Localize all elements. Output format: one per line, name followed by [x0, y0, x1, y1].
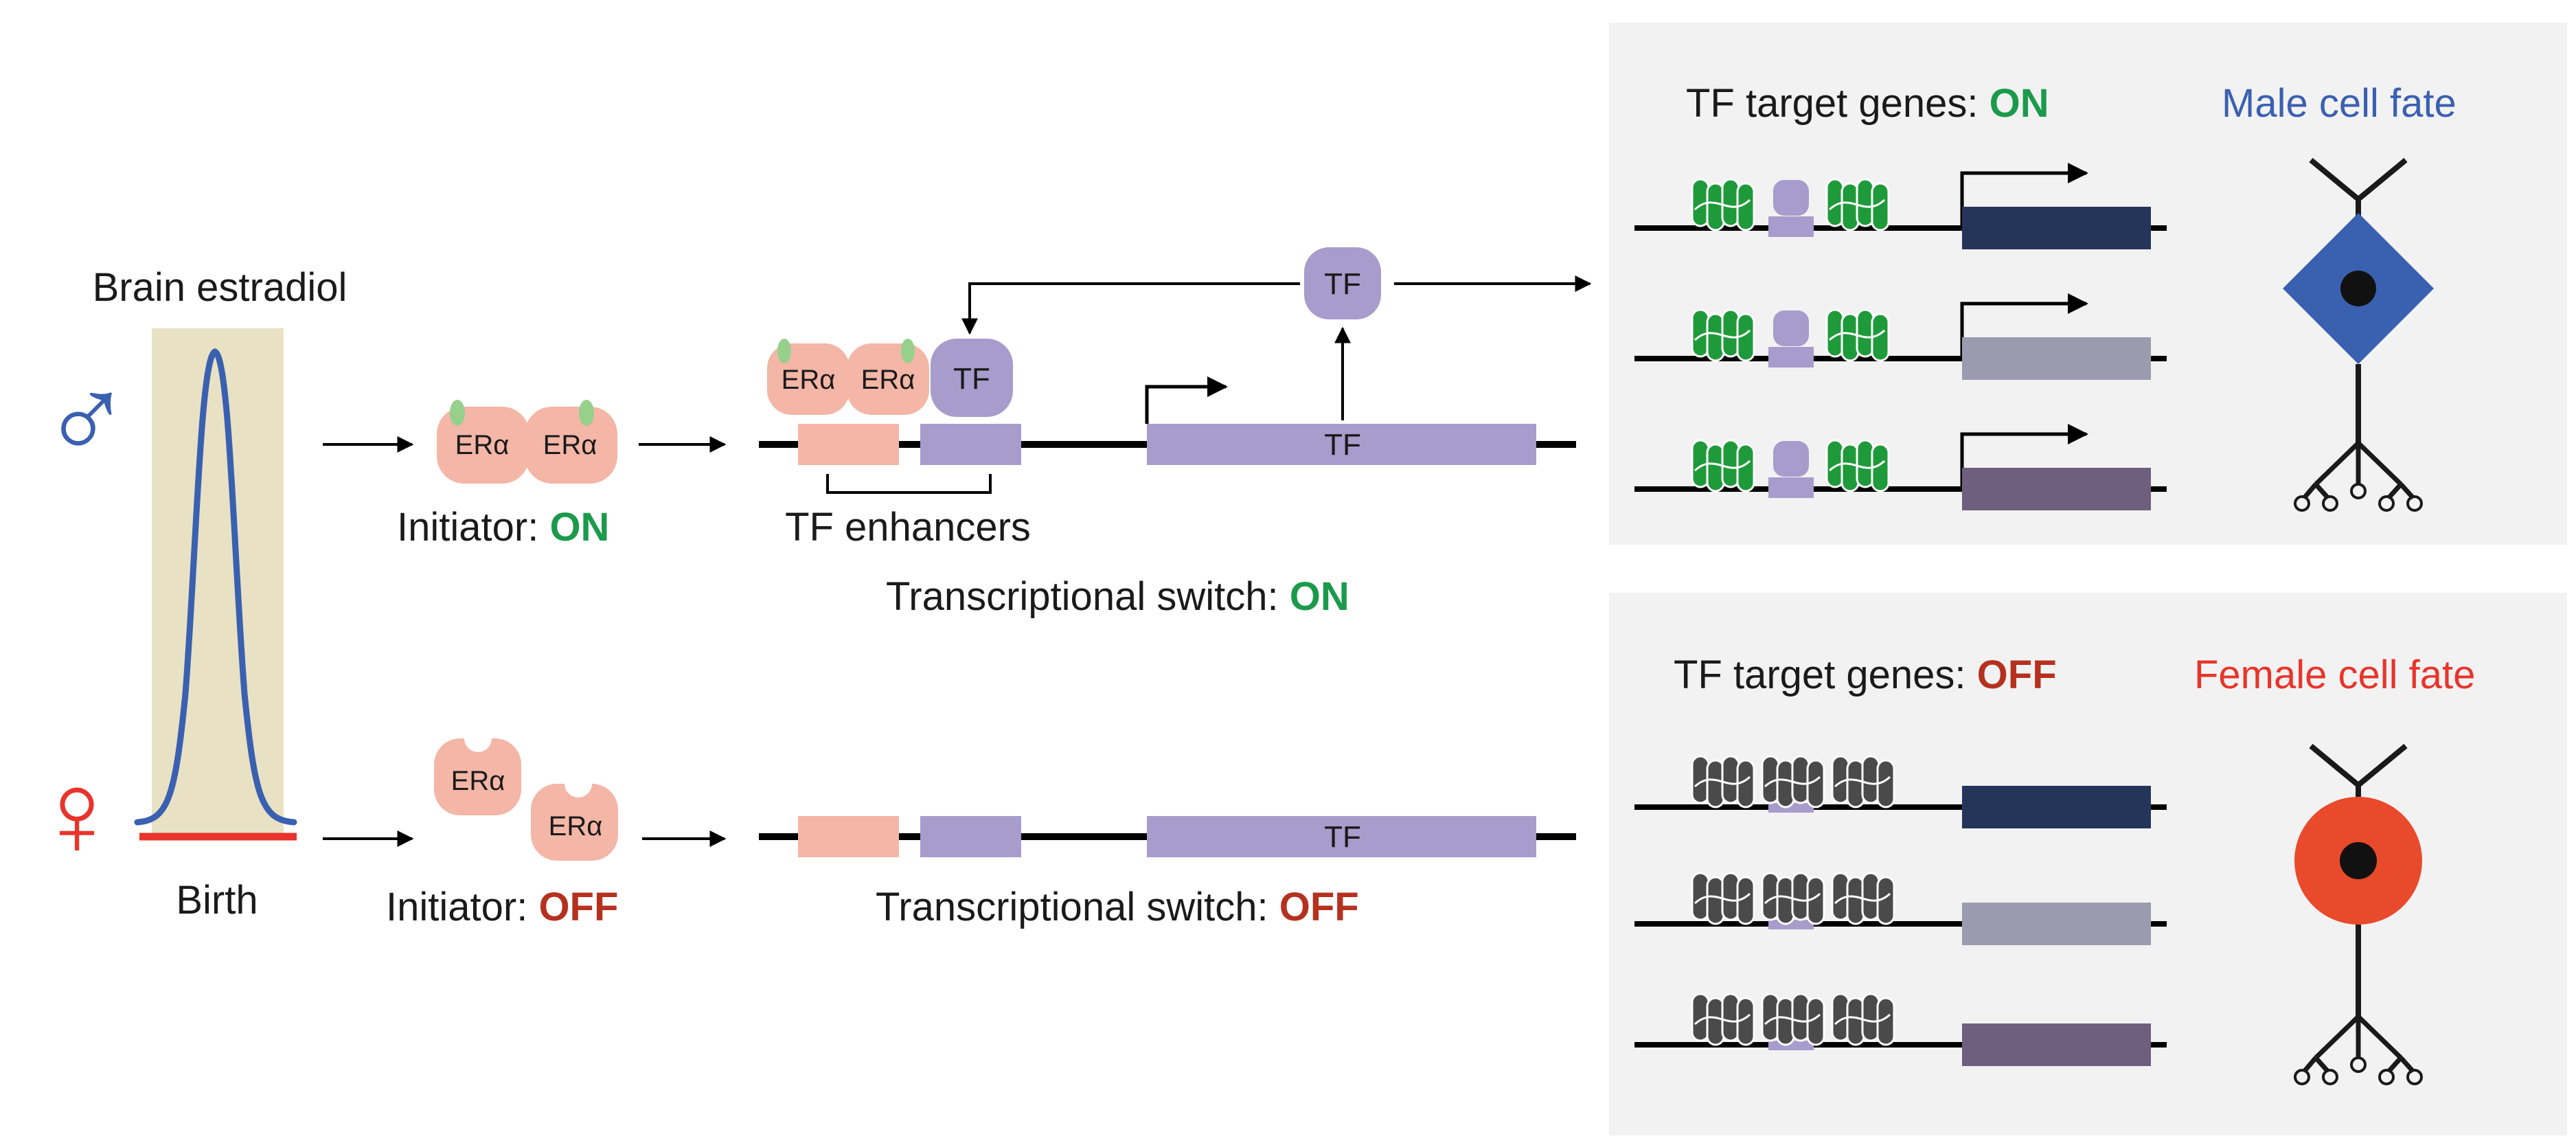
era-label: ERα: [455, 430, 510, 460]
estradiol-surge-curve: [134, 348, 297, 826]
target-gene-row: [1634, 993, 2167, 1066]
bound-era-dimer: ERα ERα: [767, 339, 929, 415]
bound-tf-protein: [1773, 310, 1809, 346]
tf-gene-label: TF: [1324, 820, 1361, 854]
tf-enhancer-region: [920, 816, 1021, 857]
arrow-tf-autoregulation: [961, 282, 1300, 335]
bound-tf-protein: [1773, 441, 1809, 477]
era-label: ERα: [549, 811, 603, 841]
tf-enhancer-region: [920, 424, 1021, 465]
nucleosome-icon: [1761, 872, 1825, 925]
bound-tf-protein: [1773, 180, 1809, 216]
nucleosome-icon: [1825, 439, 1890, 493]
male-cell-fate-label: Male cell fate: [2222, 81, 2457, 126]
male-target-genes: [1634, 163, 2167, 510]
tf-binding-site: [1768, 347, 1814, 367]
initiator-on-label: Initiator: ON: [397, 505, 609, 550]
tf-enhancers-label: TF enhancers: [785, 505, 1031, 550]
target-gene-row: [1634, 755, 2167, 828]
nucleosome-icon: [1691, 993, 1755, 1046]
target-gene-row: [1634, 163, 2167, 249]
nucleosome-icon: [1825, 178, 1890, 231]
tf-enhancers-bracket: [826, 474, 992, 494]
nucleosome-icon: [1761, 993, 1825, 1046]
brain-estradiol-label: Brain estradiol: [93, 265, 347, 310]
target-gene-body: [1962, 468, 2151, 510]
female-target-genes: [1634, 755, 2167, 1066]
nucleosome-icon: [1831, 993, 1895, 1046]
tf-gene-label: TF: [1324, 428, 1361, 462]
nucleosome-icon: [1761, 755, 1825, 808]
target-gene-row: [1634, 293, 2167, 380]
target-gene-row: [1634, 424, 2167, 510]
female-symbol-icon: ♀: [32, 747, 122, 881]
tf-binding-site: [1768, 477, 1814, 498]
nucleosome-icon: [1691, 308, 1755, 362]
male-neuron-icon: [2283, 157, 2434, 512]
target-gene-row: [1634, 872, 2167, 945]
male-symbol-icon: ♂: [41, 352, 131, 486]
era-dimer-active: ERα ERα: [437, 400, 617, 484]
nucleosome-icon: [1691, 755, 1755, 808]
era-enhancer-region: [798, 424, 899, 465]
female-neuron-icon: [2294, 743, 2423, 1085]
era-monomer-inactive: ERα: [434, 738, 521, 815]
bound-tf-label: TF: [953, 362, 990, 396]
era-enhancer-region: [798, 816, 899, 857]
bound-tf-protein: [931, 339, 1013, 417]
switch-off-label: Transcriptional switch: OFF: [876, 885, 1359, 929]
tf-transcription-start-arrow: [1145, 376, 1228, 424]
era-label: ERα: [861, 365, 915, 395]
female-cell-fate-label: Female cell fate: [2194, 653, 2475, 697]
expressed-tf-protein: [1304, 247, 1381, 319]
target-gene-body: [1962, 903, 2151, 945]
estradiol-window-shade: [152, 328, 284, 839]
target-gene-body: [1962, 786, 2151, 828]
target-gene-body: [1962, 337, 2151, 380]
birth-label: Birth: [176, 878, 258, 923]
nucleosome-icon: [1825, 308, 1890, 362]
female-target-genes-label: TF target genes: OFF: [1674, 653, 2057, 697]
era-label: ERα: [543, 430, 597, 460]
target-gene-body: [1962, 1023, 2151, 1066]
tf-gene-body: [1147, 816, 1536, 857]
nucleosome-icon: [1691, 178, 1755, 231]
era-label: ERα: [782, 365, 836, 395]
expressed-tf-label: TF: [1324, 267, 1361, 301]
nucleosome-icon: [1691, 872, 1755, 925]
era-monomer-inactive: ERα: [531, 784, 618, 861]
tf-gene-body: [1147, 424, 1536, 465]
target-gene-body: [1962, 207, 2151, 249]
initiator-off-label: Initiator: OFF: [386, 885, 618, 929]
tf-binding-site: [1768, 216, 1814, 237]
male-target-genes-label: TF target genes: ON: [1686, 81, 2049, 126]
nucleosome-icon: [1831, 755, 1895, 808]
nucleosome-icon: [1691, 439, 1755, 493]
era-label: ERα: [451, 766, 505, 796]
switch-on-label: Transcriptional switch: ON: [886, 574, 1349, 619]
nucleosome-icon: [1831, 872, 1895, 925]
